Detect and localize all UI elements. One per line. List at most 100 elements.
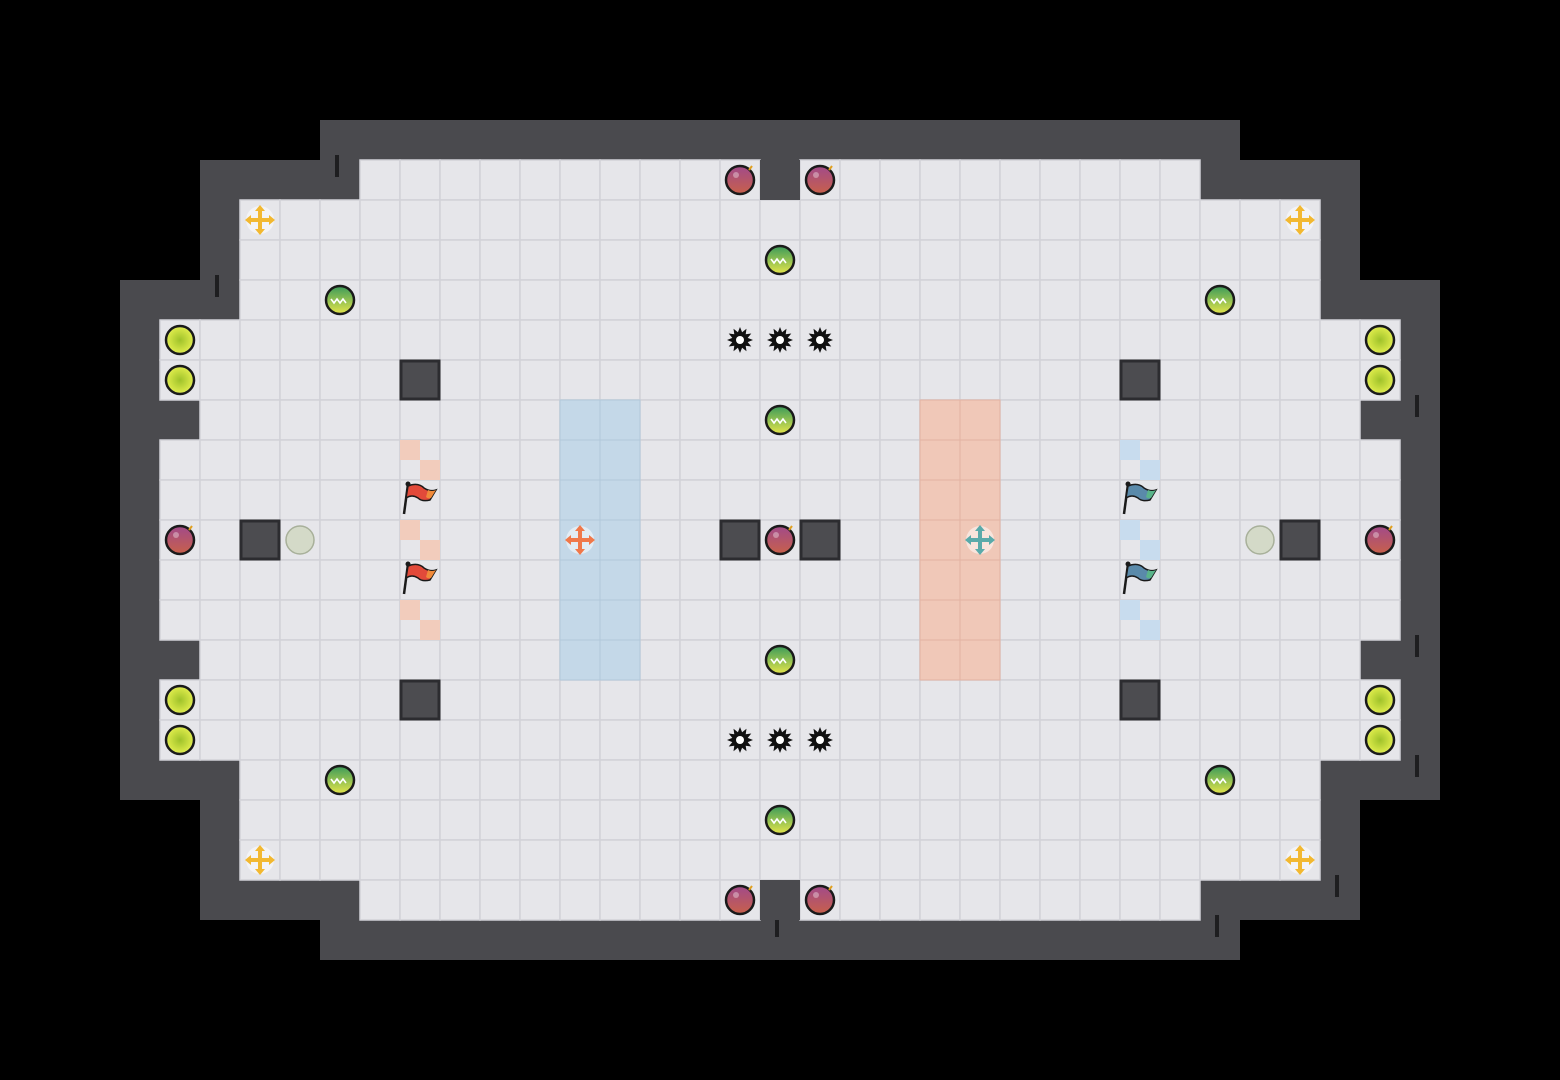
floor-tile bbox=[799, 839, 841, 881]
floor-tile bbox=[1199, 719, 1241, 761]
floor-tile bbox=[1079, 879, 1121, 921]
floor-tile bbox=[559, 679, 601, 721]
floor-tile bbox=[1199, 559, 1241, 601]
floor-tile bbox=[479, 239, 521, 281]
floor-tile bbox=[1239, 679, 1281, 721]
floor-tile bbox=[1039, 599, 1081, 641]
yellow-boost-icon bbox=[1285, 205, 1315, 235]
floor-tile bbox=[359, 439, 401, 481]
floor-tile bbox=[479, 159, 521, 201]
floor-tile bbox=[239, 359, 281, 401]
floor-tile bbox=[959, 839, 1001, 881]
floor-tile bbox=[1079, 319, 1121, 361]
floor-tile bbox=[1079, 439, 1121, 481]
floor-tile bbox=[319, 439, 361, 481]
floor-tile bbox=[319, 639, 361, 681]
floor-tile bbox=[999, 759, 1041, 801]
floor-tile bbox=[1039, 879, 1081, 921]
floor-tile bbox=[839, 679, 881, 721]
floor-tile bbox=[1159, 559, 1201, 601]
bomb-icon bbox=[764, 524, 796, 556]
floor-tile bbox=[839, 599, 881, 641]
floor-tile bbox=[879, 159, 921, 201]
floor-tile bbox=[679, 839, 721, 881]
floor-tile bbox=[1039, 479, 1081, 521]
floor-tile bbox=[399, 399, 441, 441]
floor-tile bbox=[479, 759, 521, 801]
floor-tile bbox=[1319, 519, 1361, 561]
floor-tile bbox=[399, 879, 441, 921]
floor-tile bbox=[799, 679, 841, 721]
floor-tile bbox=[839, 199, 881, 241]
floor-tile bbox=[1159, 719, 1201, 761]
floor-tile bbox=[519, 559, 561, 601]
floor-tile bbox=[1199, 239, 1241, 281]
floor-tile bbox=[359, 879, 401, 921]
floor-tile bbox=[1079, 559, 1121, 601]
boost-icon bbox=[1364, 364, 1396, 396]
floor-tile bbox=[439, 239, 481, 281]
floor-tile bbox=[1159, 799, 1201, 841]
wall-gate-mark bbox=[1415, 755, 1419, 777]
floor-tile bbox=[759, 759, 801, 801]
floor-tile bbox=[1279, 679, 1321, 721]
floor-tile bbox=[1239, 199, 1281, 241]
floor-tile bbox=[1199, 359, 1241, 401]
floor-tile bbox=[359, 679, 401, 721]
floor-tile bbox=[919, 799, 961, 841]
team-zones-layer bbox=[400, 399, 1160, 681]
floor-tile bbox=[279, 399, 321, 441]
red-endzone-tile bbox=[420, 540, 440, 560]
floor-tile bbox=[239, 319, 281, 361]
floor-tile bbox=[959, 679, 1001, 721]
floor-tile bbox=[839, 519, 881, 561]
red-team-boost-icon bbox=[565, 525, 595, 555]
floor-tile bbox=[1239, 439, 1281, 481]
floor-tile bbox=[719, 599, 761, 641]
floor-tile bbox=[199, 399, 241, 441]
bomb-icon bbox=[724, 884, 756, 916]
floor-tile bbox=[359, 559, 401, 601]
floor-tile bbox=[439, 479, 481, 521]
floor-tile bbox=[679, 759, 721, 801]
red-team-tile bbox=[959, 599, 1001, 641]
floor-tile bbox=[679, 639, 721, 681]
floor-tile bbox=[439, 359, 481, 401]
floor-tile bbox=[319, 839, 361, 881]
wall-gate-mark bbox=[335, 155, 339, 177]
floor-tile bbox=[759, 559, 801, 601]
floor-tile bbox=[479, 439, 521, 481]
floor-tile bbox=[759, 479, 801, 521]
floor-tile bbox=[359, 319, 401, 361]
floor-tile bbox=[1039, 839, 1081, 881]
floor-tile bbox=[879, 639, 921, 681]
blue-team-tile bbox=[599, 399, 641, 441]
floor-tile bbox=[439, 599, 481, 641]
floor-tile bbox=[1279, 559, 1321, 601]
floor-tile bbox=[999, 479, 1041, 521]
floor-tile bbox=[359, 479, 401, 521]
floor-tile bbox=[1319, 319, 1361, 361]
floor-tile bbox=[279, 799, 321, 841]
floor-tile bbox=[279, 439, 321, 481]
red-endzone-tile bbox=[400, 600, 420, 620]
floor-tile bbox=[639, 559, 681, 601]
floor-tile bbox=[519, 639, 561, 681]
floor-tile bbox=[799, 639, 841, 681]
floor-tile bbox=[639, 479, 681, 521]
floor-tile bbox=[999, 599, 1041, 641]
floor-tile bbox=[639, 159, 681, 201]
red-team-tile bbox=[919, 559, 961, 601]
floor-tile bbox=[879, 479, 921, 521]
floor-tile bbox=[759, 359, 801, 401]
floor-tile bbox=[439, 679, 481, 721]
floor-tile bbox=[559, 279, 601, 321]
floor-tile bbox=[1239, 359, 1281, 401]
floor-tile bbox=[559, 319, 601, 361]
floor-tile bbox=[1279, 719, 1321, 761]
floor-tile bbox=[679, 439, 721, 481]
floor-tile bbox=[919, 319, 961, 361]
floor-tile bbox=[639, 199, 681, 241]
floor-tile bbox=[399, 199, 441, 241]
floor-tile bbox=[719, 799, 761, 841]
